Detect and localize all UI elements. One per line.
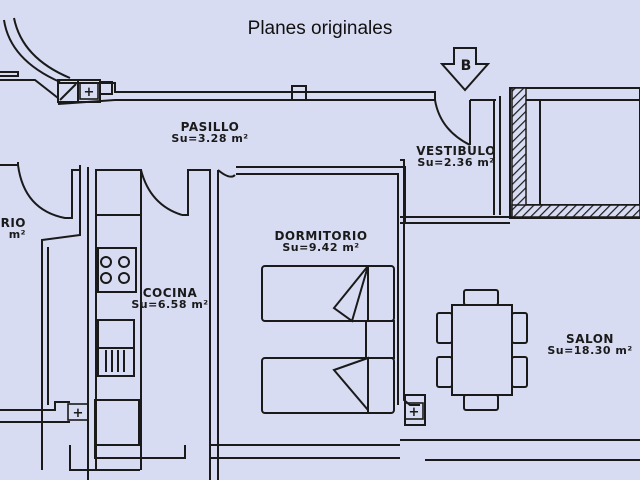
terrace-wall-bottom (511, 204, 640, 218)
room-name: VESTIBULO (416, 144, 496, 158)
room-name: PASILLO (180, 120, 240, 134)
room-name: COCINA (142, 286, 198, 300)
terrace-wall-left (511, 87, 527, 219)
panel-plus-icon: + (84, 85, 95, 100)
corridor-top-wall (58, 82, 436, 101)
room-label-dormitorio: DORMITORIO Su=9.42 m² (262, 229, 380, 254)
room-name: SALON (566, 332, 614, 346)
room-name: RIO (0, 216, 26, 230)
panel-plus-icon: + (409, 405, 420, 420)
room-area: Su=6.58 m² (131, 298, 209, 311)
room-label-salon: SALON Su=18.30 m² (540, 332, 640, 357)
room-area: Su=3.28 m² (171, 132, 249, 145)
room-area: Su=9.42 m² (282, 241, 360, 254)
panel-plus-icon: + (73, 406, 84, 421)
room-name: DORMITORIO (274, 229, 368, 243)
entry-marker-letter: B (460, 58, 472, 74)
plan-title: Planes originales (247, 18, 393, 39)
room-area: m² (8, 228, 26, 241)
room-label-cocina: COCINA Su=6.58 m² (125, 286, 215, 311)
room-label-pasillo: PASILLO Su=3.28 m² (160, 120, 260, 145)
room-area: Su=2.36 m² (417, 156, 495, 169)
room-label-vestibulo: VESTIBULO Su=2.36 m² (406, 144, 506, 169)
room-label-partial-dormitorio: RIO m² (0, 216, 26, 241)
room-area: Su=18.30 m² (547, 344, 633, 357)
entry-marker-arrow-icon (440, 47, 490, 92)
